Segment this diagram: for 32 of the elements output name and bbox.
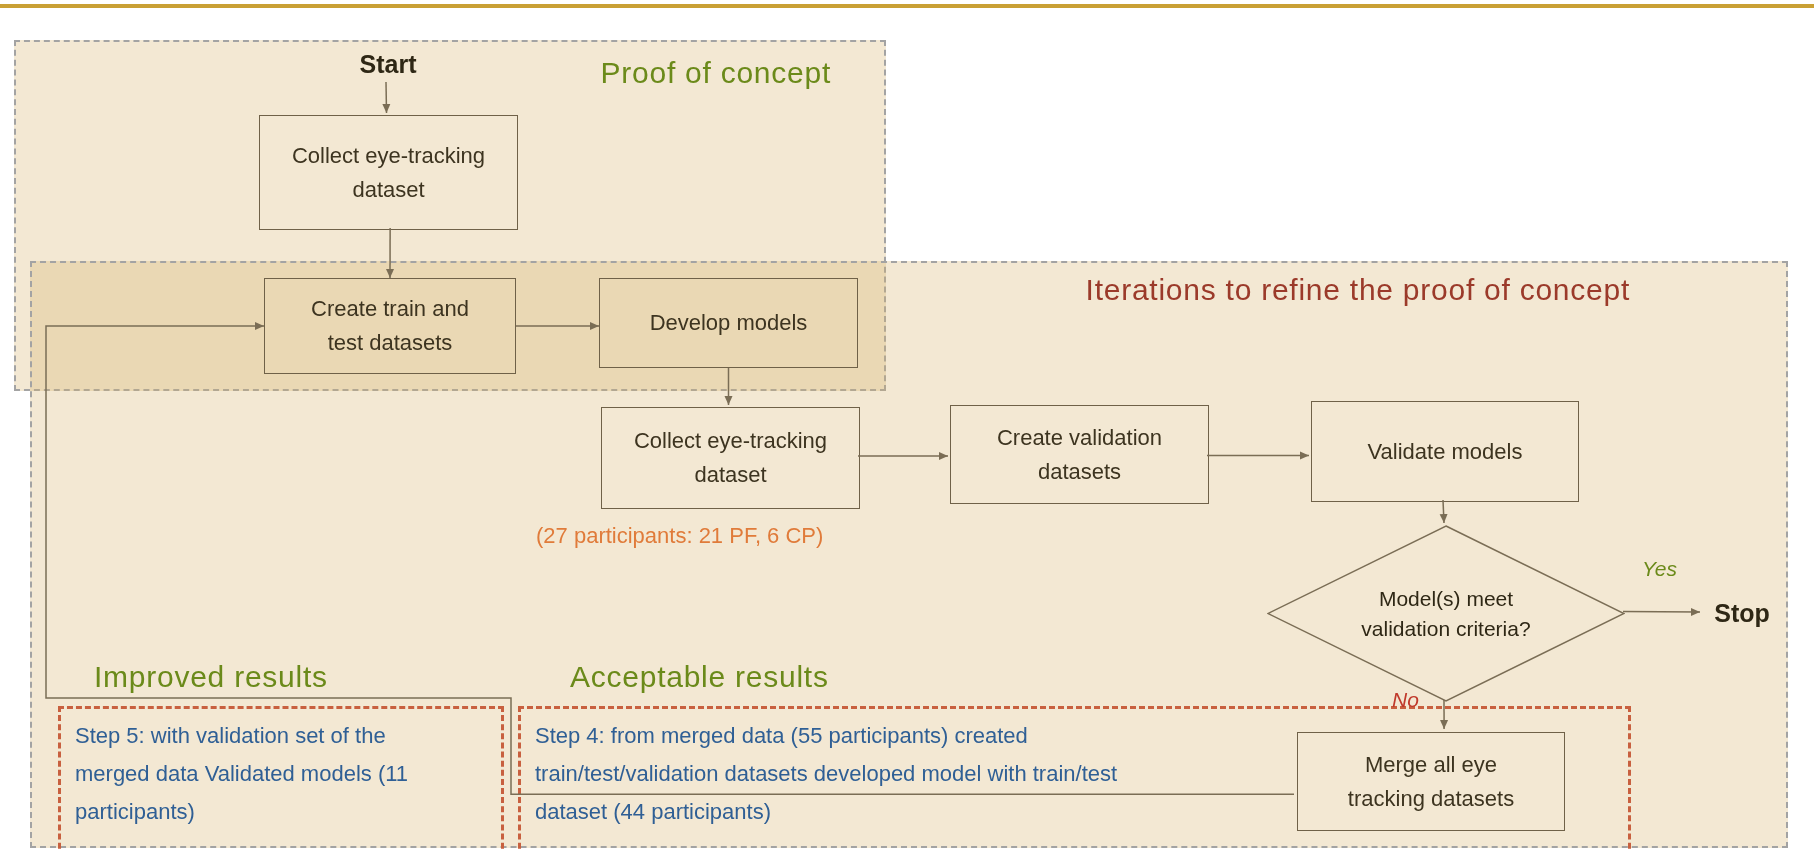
dashed-frame bbox=[58, 706, 504, 850]
arrow bbox=[386, 227, 394, 279]
process-box: Collect eye-tracking dataset bbox=[259, 115, 518, 230]
dashed-region bbox=[14, 40, 886, 391]
edge-label: No bbox=[1392, 687, 1419, 713]
arrow bbox=[724, 367, 733, 406]
decision-text: Model(s) meet validation criteria? bbox=[1360, 585, 1532, 642]
step-description: Step 5: with validation set of the merged data Validated models (11 participants) bbox=[75, 722, 410, 826]
group-heading: Improved results bbox=[94, 659, 328, 695]
region-title: Iterations to refine the proof of concept bbox=[1085, 272, 1630, 308]
arrow bbox=[1440, 699, 1449, 730]
process-box: Merge all eye tracking datasets bbox=[1297, 732, 1565, 831]
arrow bbox=[1439, 499, 1448, 524]
dashed-region bbox=[30, 261, 1788, 848]
edge-label: Yes bbox=[1642, 556, 1678, 582]
terminal-label: Start bbox=[338, 46, 438, 84]
process-box: Create validation datasets bbox=[950, 405, 1209, 504]
terminal-label: Stop bbox=[1702, 598, 1782, 630]
arrow bbox=[857, 451, 949, 460]
step-description: Step 4: from merged data (55 participants) created train/test/validation datasets developed model with train/test dataset (44 participants) bbox=[535, 722, 1119, 826]
arrow bbox=[45, 322, 1295, 796]
participants-note: (27 participants: 21 PF, 6 CP) bbox=[536, 522, 824, 550]
group-heading: Acceptable results bbox=[570, 659, 829, 695]
dashed-frame bbox=[518, 706, 1631, 850]
process-box: Develop models bbox=[599, 278, 858, 368]
arrow bbox=[1206, 451, 1310, 460]
region-title: Proof of concept bbox=[600, 55, 831, 91]
process-box: Validate models bbox=[1311, 401, 1579, 502]
arrow bbox=[515, 321, 600, 330]
arrow bbox=[1622, 607, 1701, 616]
process-box: Create train and test datasets bbox=[264, 278, 516, 374]
arrow bbox=[382, 81, 391, 114]
